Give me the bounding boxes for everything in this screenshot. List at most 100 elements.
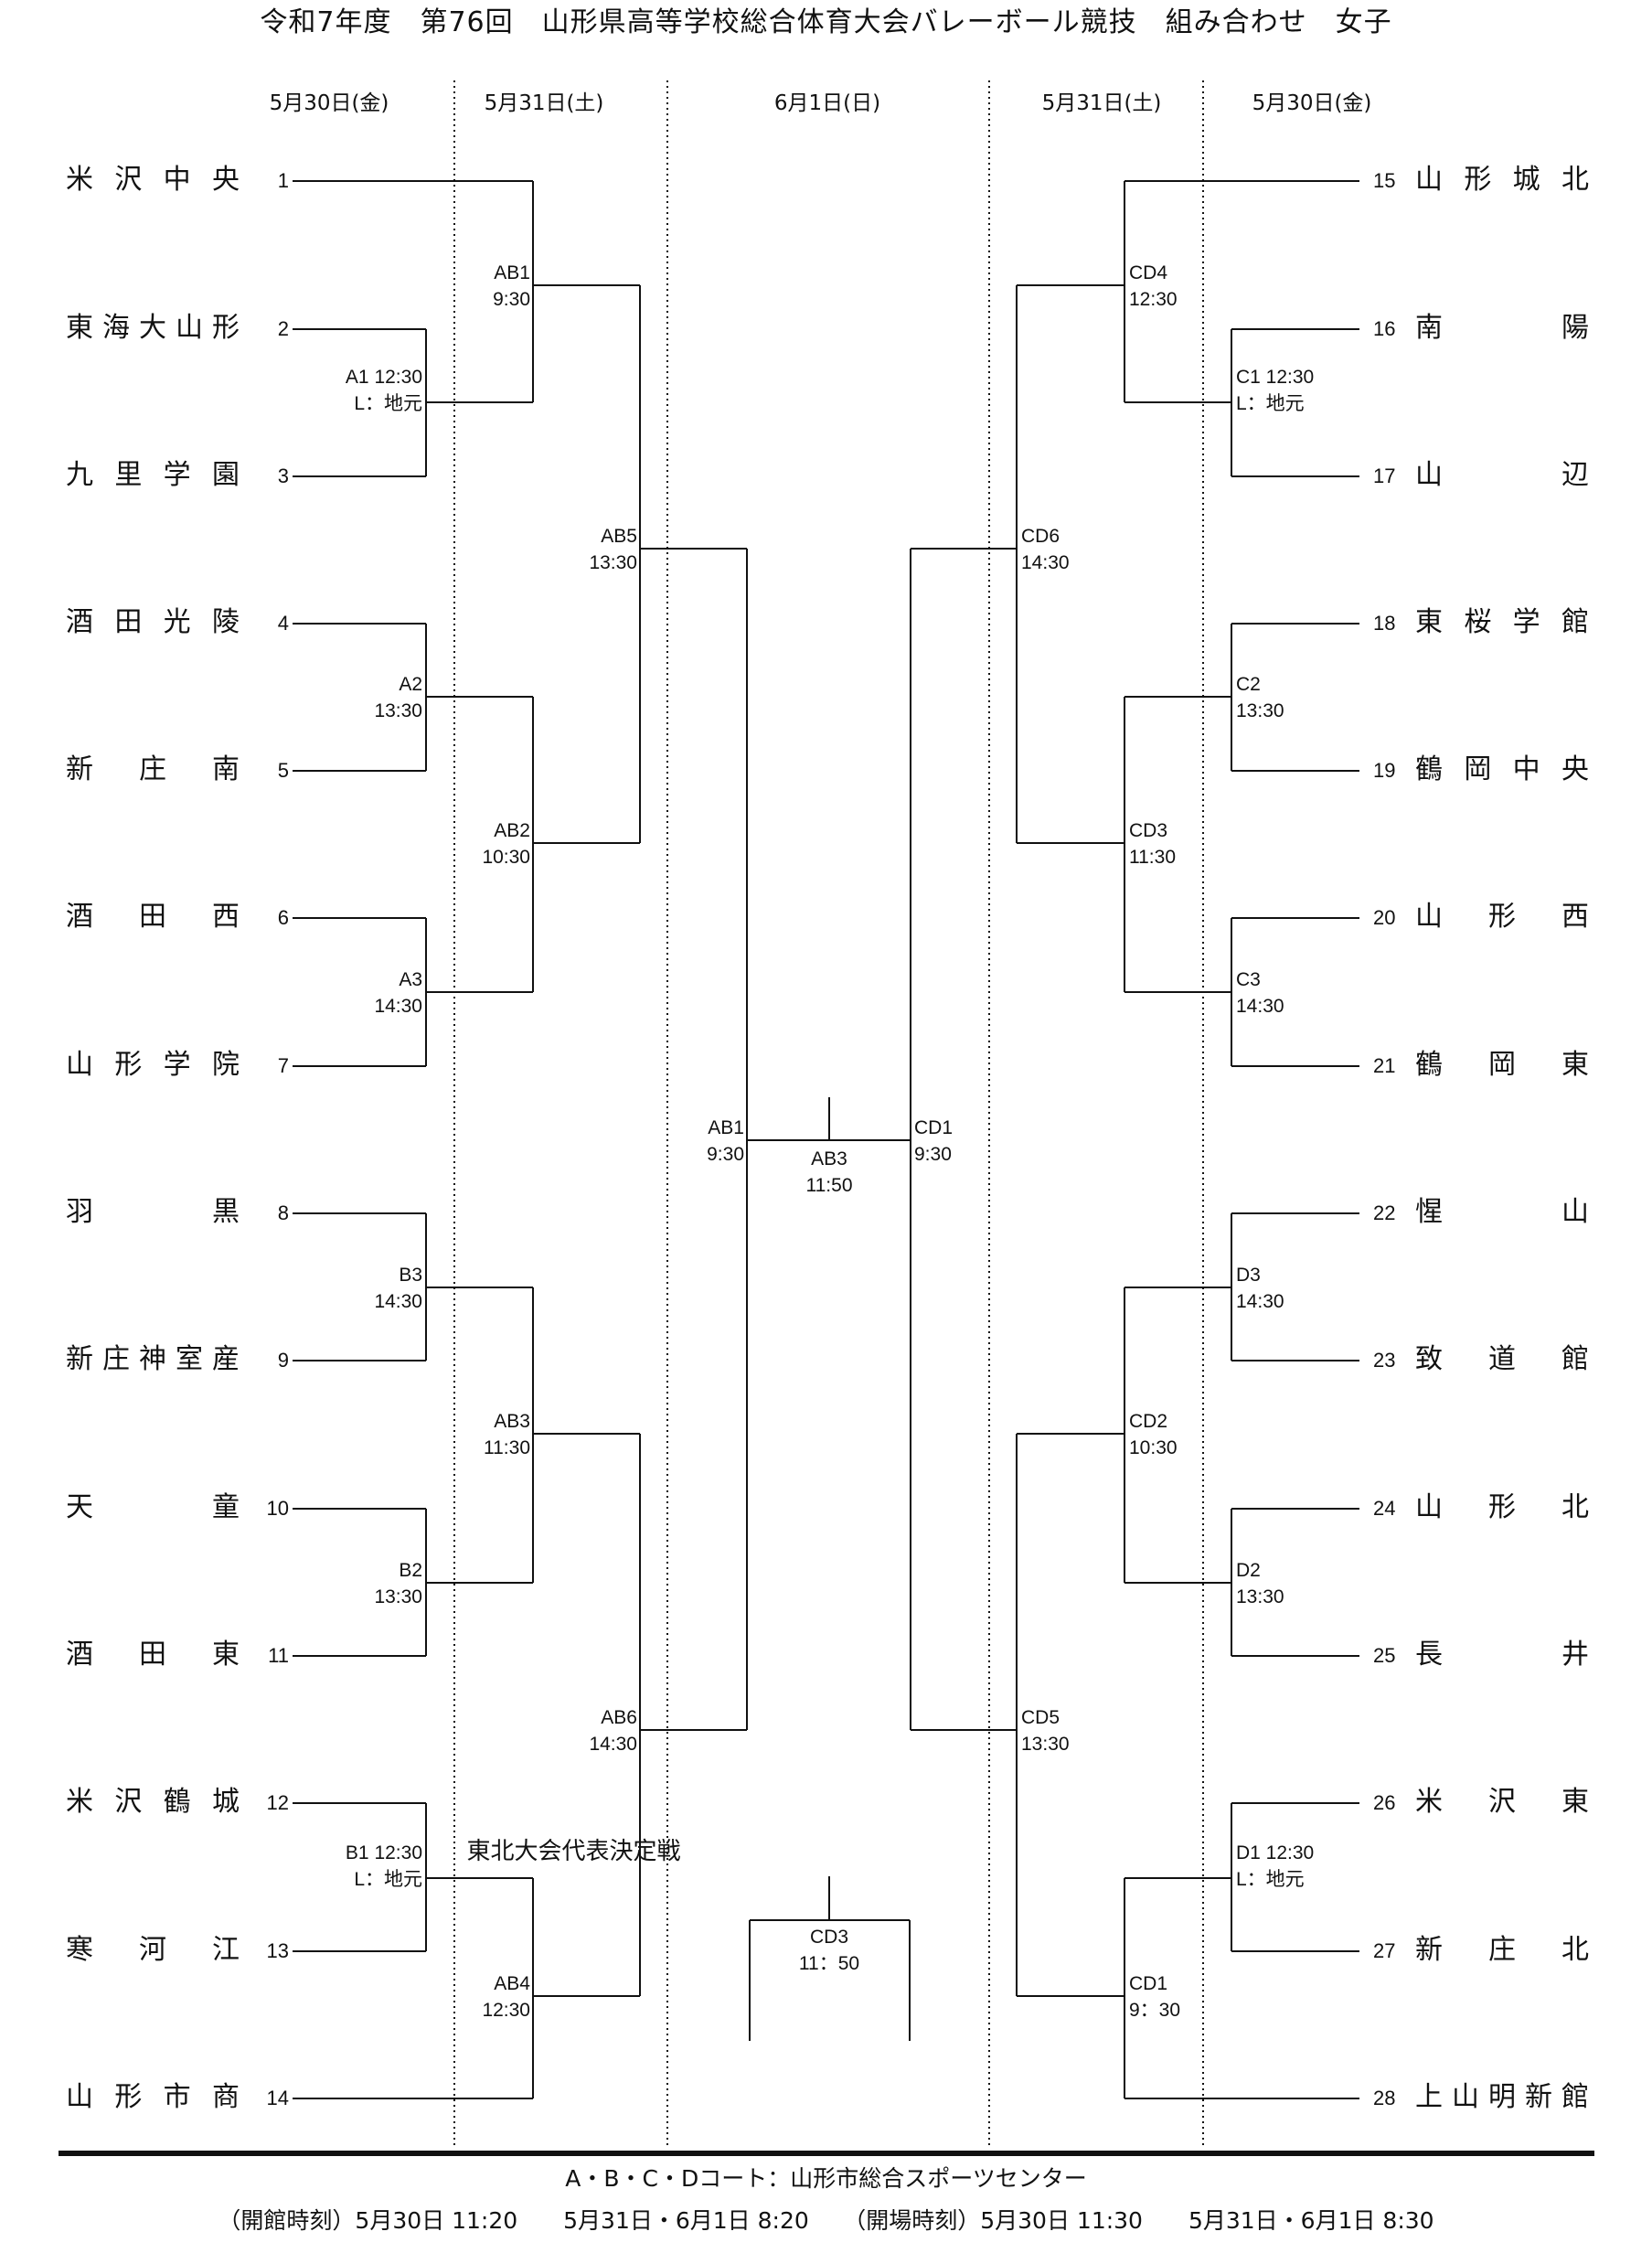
match-label-line: 12:30	[482, 2000, 530, 2021]
tohoku-title: 東北大会代表決定戦	[466, 1838, 681, 1865]
team-seed-number: 11	[268, 1644, 289, 1667]
match-label-line: A1 12:30	[345, 367, 422, 388]
match-label-line: AB2	[494, 820, 530, 841]
match-label-line: L：地元	[1236, 393, 1305, 414]
team-name: 羽黒	[66, 1196, 240, 1228]
match-label-line: 11:30	[1129, 847, 1176, 868]
team-name: 新庄北	[1415, 1934, 1589, 1966]
match-label-line: 14:30	[374, 996, 422, 1017]
match-label-line: 13:30	[1236, 700, 1284, 721]
match-label-line: 13:30	[1021, 1734, 1070, 1755]
match-label-line: 11：50	[798, 1953, 860, 1974]
match-label-line: CD2	[1129, 1411, 1168, 1432]
match-label-line: 12:30	[1129, 289, 1178, 310]
opening-times: （開館時刻）5月30日 11:20 5月31日・6月1日 8:20 （開場時刻）…	[218, 2207, 1434, 2234]
team-seed-number: 14	[266, 2087, 289, 2109]
team-name: 惺山	[1415, 1196, 1589, 1228]
match-label-line: L：地元	[354, 393, 422, 414]
team-name: 山形北	[1415, 1491, 1589, 1523]
team-name: 山形西	[1415, 901, 1589, 933]
match-label-line: D2	[1236, 1560, 1261, 1581]
team-seed-number: 24	[1373, 1497, 1396, 1520]
team-seed-number: 8	[277, 1201, 289, 1224]
team-seed-number: 16	[1373, 317, 1396, 340]
team-seed-number: 28	[1373, 2087, 1396, 2109]
team-name: 酒田西	[66, 901, 240, 933]
day-header-r1-right: 5月30日(金)	[1252, 91, 1372, 115]
match-label-line: 13:30	[1236, 1586, 1284, 1607]
team-name: 新庄神室産	[66, 1343, 240, 1375]
team-name: 九里学園	[66, 459, 240, 491]
team-name: 米沢鶴城	[66, 1786, 240, 1818]
team-seed-number: 18	[1373, 612, 1396, 635]
team-seed-number: 7	[277, 1054, 289, 1077]
team-name: 山形城北	[1415, 164, 1589, 196]
match-label-line: A2	[399, 674, 422, 695]
team-name: 山形学院	[66, 1049, 240, 1081]
match-label-line: 9:30	[914, 1144, 952, 1165]
team-seed-number: 5	[277, 759, 289, 782]
team-seed-number: 10	[266, 1497, 289, 1520]
match-label-line: CD4	[1129, 262, 1168, 283]
page-title: 令和7年度 第76回 山形県高等学校総合体育大会バレーボール競技 組み合わせ 女…	[260, 6, 1392, 38]
team-seed-number: 21	[1373, 1054, 1396, 1077]
match-label-line: 9：30	[1129, 2000, 1181, 2021]
day-header-r2-left: 5月31日(土)	[484, 91, 604, 115]
match-label-line: 14:30	[1021, 552, 1070, 573]
team-seed-number: 12	[266, 1791, 289, 1814]
match-label-line: CD3	[809, 1927, 848, 1948]
match-label-line: 10:30	[482, 847, 530, 868]
team-seed-number: 17	[1373, 464, 1396, 487]
team-name: 山辺	[1415, 459, 1589, 491]
day-header-r2-right: 5月31日(土)	[1041, 91, 1162, 115]
match-label-line: AB3	[494, 1411, 530, 1432]
team-name: 東海大山形	[66, 312, 240, 344]
match-label-line: L：地元	[354, 1869, 422, 1890]
match-label-c2: C2 13:30	[1236, 671, 1284, 724]
match-label-line: C2	[1236, 674, 1261, 695]
match-label-line: 13:30	[589, 552, 637, 573]
team-name: 寒河江	[66, 1934, 240, 1966]
match-label-line: AB1	[494, 262, 530, 283]
match-label-line: B2	[399, 1560, 422, 1581]
match-label-line: 11:30	[484, 1437, 530, 1458]
team-seed-number: 1	[277, 169, 289, 192]
team-name: 南陽	[1415, 312, 1589, 344]
match-label-cd4: CD4 12:30	[1129, 260, 1178, 313]
team-name: 鶴岡東	[1415, 1049, 1589, 1081]
team-seed-number: 13	[266, 1939, 289, 1962]
match-label-line: C1 12:30	[1236, 367, 1315, 388]
team-name: 鶴岡中央	[1415, 753, 1589, 785]
match-label-left-semi: AB1 9:30	[707, 1115, 744, 1168]
match-label-line: 9:30	[707, 1144, 744, 1165]
match-label-line: CD6	[1021, 526, 1060, 547]
team-seed-number: 9	[277, 1349, 289, 1372]
team-name: 酒田光陵	[66, 606, 240, 638]
match-label-line: AB3	[811, 1148, 847, 1169]
match-label-line: AB1	[708, 1117, 744, 1138]
team-seed-number: 20	[1373, 906, 1396, 929]
day-header-r1-left: 5月30日(金)	[269, 91, 389, 115]
team-seed-number: 6	[277, 906, 289, 929]
match-label-line: L：地元	[1236, 1869, 1305, 1890]
team-name: 上山明新館	[1415, 2081, 1589, 2113]
team-seed-number: 3	[277, 464, 289, 487]
team-name: 長井	[1415, 1639, 1589, 1671]
team-seed-number: 4	[277, 612, 289, 635]
